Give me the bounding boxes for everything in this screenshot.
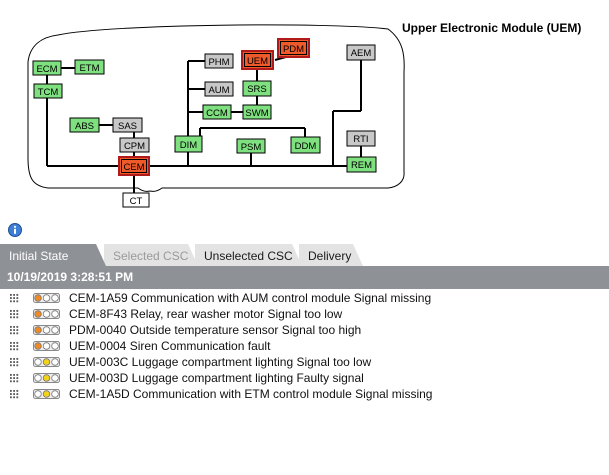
module-ddm[interactable]: DDM: [290, 136, 321, 154]
svg-text:SRS: SRS: [247, 84, 267, 95]
svg-text:PSM: PSM: [241, 142, 262, 153]
module-ccm[interactable]: CCM: [202, 104, 232, 120]
module-ct[interactable]: CT: [122, 192, 150, 208]
module-srs[interactable]: SRS: [242, 80, 272, 97]
module-sas[interactable]: SAS: [112, 117, 143, 133]
svg-text:REM: REM: [351, 160, 372, 171]
status-lights-icon: [33, 357, 60, 367]
tab-selected-csc[interactable]: Selected CSC: [104, 244, 198, 266]
status-lights-icon: [33, 389, 60, 399]
dtc-text: CEM-1A5D Communication with ETM control …: [69, 387, 433, 401]
info-icon[interactable]: [7, 222, 23, 238]
svg-text:CCM: CCM: [206, 108, 228, 119]
dtc-text: CEM-8F43 Relay, rear washer motor Signal…: [69, 307, 343, 321]
svg-text:CT: CT: [130, 196, 143, 207]
tab-bar: Initial State Selected CSC Unselected CS…: [0, 244, 609, 266]
drag-handle-icon[interactable]: [10, 390, 19, 399]
tab-initial-state[interactable]: Initial State: [0, 244, 106, 266]
dtc-row[interactable]: UEM-003D Luggage compartment lighting Fa…: [0, 370, 609, 386]
module-title: Upper Electronic Module (UEM): [402, 21, 582, 35]
module-dim[interactable]: DIM: [174, 135, 203, 153]
car-outline: [27, 24, 405, 192]
svg-text:ABS: ABS: [75, 121, 94, 132]
module-cem[interactable]: CEM: [118, 156, 150, 176]
drag-handle-icon[interactable]: [10, 326, 19, 335]
timestamp-header: 10/19/2019 3:28:51 PM: [0, 266, 609, 289]
status-lights-icon: [33, 325, 60, 335]
dtc-row[interactable]: CEM-1A5D Communication with ETM control …: [0, 386, 609, 402]
dtc-text: CEM-1A59 Communication with AUM control …: [69, 291, 432, 305]
drag-handle-icon[interactable]: [10, 310, 19, 319]
dtc-row[interactable]: UEM-0004 Siren Communication fault: [0, 338, 609, 354]
dtc-row[interactable]: CEM-8F43 Relay, rear washer motor Signal…: [0, 306, 609, 322]
svg-text:DDM: DDM: [295, 141, 317, 152]
tab-delivery[interactable]: Delivery: [299, 244, 363, 266]
drag-handle-icon[interactable]: [10, 374, 19, 383]
svg-text:RTI: RTI: [353, 134, 368, 145]
module-swm[interactable]: SWM: [242, 104, 272, 120]
dtc-row[interactable]: PDM-0040 Outside temperature sensor Sign…: [0, 322, 609, 338]
svg-text:UEM: UEM: [247, 56, 268, 67]
module-aem[interactable]: AEM: [346, 44, 376, 61]
dtc-row[interactable]: UEM-003C Luggage compartment lighting Si…: [0, 354, 609, 370]
module-cpm[interactable]: CPM: [119, 137, 150, 153]
module-rem[interactable]: REM: [346, 156, 377, 173]
dtc-list: CEM-1A59 Communication with AUM control …: [0, 290, 609, 402]
svg-text:AEM: AEM: [351, 48, 372, 59]
svg-text:SAS: SAS: [118, 121, 137, 132]
svg-text:ECM: ECM: [36, 64, 57, 75]
dtc-text: UEM-003D Luggage compartment lighting Fa…: [69, 371, 364, 385]
module-rti[interactable]: RTI: [346, 130, 376, 147]
status-lights-icon: [33, 293, 60, 303]
svg-text:CEM: CEM: [123, 162, 144, 173]
dtc-text: PDM-0040 Outside temperature sensor Sign…: [69, 323, 362, 337]
dtc-row[interactable]: CEM-1A59 Communication with AUM control …: [0, 290, 609, 306]
drag-handle-icon[interactable]: [10, 342, 19, 351]
module-tcm[interactable]: TCM: [33, 83, 63, 99]
module-psm[interactable]: PSM: [236, 138, 266, 154]
module-pdm[interactable]: PDM: [277, 38, 310, 58]
svg-text:CPM: CPM: [124, 141, 145, 152]
svg-text:DIM: DIM: [180, 140, 198, 151]
tab-unselected-csc[interactable]: Unselected CSC: [195, 244, 302, 266]
module-abs[interactable]: ABS: [69, 117, 100, 133]
svg-text:AUM: AUM: [208, 85, 229, 96]
module-etm[interactable]: ETM: [74, 59, 105, 75]
dtc-text: UEM-003C Luggage compartment lighting Si…: [69, 355, 372, 369]
module-ecm[interactable]: ECM: [32, 60, 62, 76]
svg-text:TCM: TCM: [38, 87, 59, 98]
svg-text:SWM: SWM: [245, 108, 268, 119]
drag-handle-icon[interactable]: [10, 294, 19, 303]
module-phm[interactable]: PHM: [204, 53, 234, 69]
module-aum[interactable]: AUM: [204, 81, 234, 97]
module-uem[interactable]: UEM: [241, 50, 274, 70]
status-lights-icon: [33, 341, 60, 351]
status-lights-icon: [33, 309, 60, 319]
svg-text:PHM: PHM: [208, 57, 229, 68]
svg-text:ETM: ETM: [79, 63, 99, 74]
bus-lines: [46, 54, 362, 193]
dtc-text: UEM-0004 Siren Communication fault: [69, 339, 271, 353]
status-lights-icon: [33, 373, 60, 383]
network-diagram: ECM ETM TCM ABS SAS CPM CEM CT PHM UEM: [27, 24, 405, 208]
svg-text:PDM: PDM: [283, 44, 304, 55]
drag-handle-icon[interactable]: [10, 358, 19, 367]
